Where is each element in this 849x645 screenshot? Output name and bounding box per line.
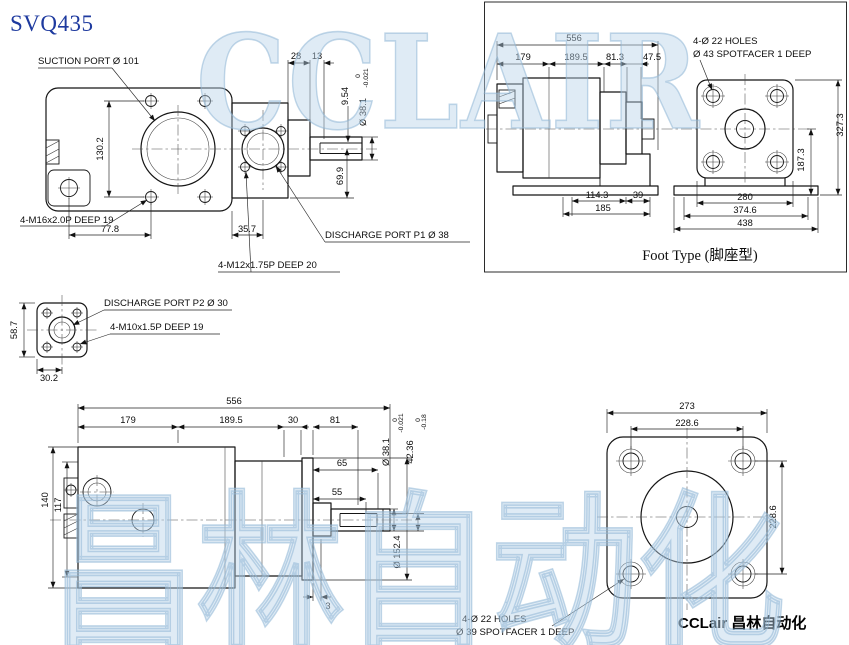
dim-187-3: 187.3 [796,148,806,171]
dim-189-5: 189.5 [219,415,242,425]
dim-shaft-tol-lower: -0.021 [398,413,405,432]
p2-port-view: 58.7 30.2 DISCHARGE PORT P2 Ø 30 4-M10x1… [9,295,232,383]
foot-base-plate [512,185,659,196]
dim-shaft-dia: Ø 38.1 [358,98,368,126]
dim-81-3: 81.3 [606,52,624,62]
dim-shaft-tol-upper: 0 [392,418,399,422]
dim-shaft-dia: Ø 38.1 [381,438,391,466]
front-view-linework [45,87,380,212]
page-title: SVQ435 [10,11,94,36]
dim-228-6-vertical: 228.6 [768,505,778,528]
dim-55: 55 [332,487,342,497]
foot-type-caption: Foot Type (脚座型) [642,247,758,264]
dim-3: 3 [325,601,330,611]
rear-flange-dimensions [551,409,787,627]
dim-69-9: 69.9 [335,167,345,185]
dim-shaft-tol-upper: 0 [355,74,362,78]
dim-185: 185 [595,203,611,213]
dim-key-tol-lower: -0.18 [421,414,428,430]
dim-438: 438 [737,218,753,228]
holes-39-label-line1: 4-Ø 22 HOLES [462,614,527,625]
side-view-linework [50,446,420,589]
dim-30: 30 [288,415,298,425]
dim-65: 65 [337,458,347,468]
dim-key-tol-upper: 0 [415,418,422,422]
dim-flange-dia: Ø 152.4 [392,535,402,568]
dim-77-8: 77.8 [101,224,119,234]
foot-view: 556 179 189.5 81.3 47.5 4-Ø 22 HOLES Ø 4… [484,1,847,273]
p2-bolts-label: 4-M10x1.5P DEEP 19 [110,322,204,333]
front-view-dimensions [20,60,470,273]
dim-key: 42.36 [405,440,415,463]
dim-117: 117 [53,498,63,513]
dim-140: 140 [40,492,50,508]
suction-port-label: SUCTION PORT Ø 101 [38,56,139,67]
dim-374-6: 374.6 [733,205,756,215]
dim-35-7: 35.7 [238,224,256,234]
foot-view-border [484,1,847,273]
side-view-dimensions [48,404,424,601]
rear-flange-linework [597,428,776,610]
dim-327-3: 327.3 [835,113,845,136]
shaft-outline [309,136,363,161]
p1-bolts-label: 4-M12x1.75P DEEP 20 [218,260,317,271]
watermark-layer: CCLAIR 昌林自动化 [49,5,786,645]
dim-30-2: 30.2 [40,373,58,383]
watermark-cclair: CCLAIR [196,6,701,159]
dim-13: 13 [312,51,322,61]
dim-shaft-tol-lower: -0.021 [363,68,370,87]
rear-flange-view: 273 228.6 228.6 4-Ø 22 HOLES Ø 39 SPOTFA… [456,401,806,638]
dim-556: 556 [566,33,582,43]
holes-43-label-line2: Ø 43 SPOTFACER 1 DEEP [693,49,811,60]
holes-39-label-line2: Ø 39 SPOTFACER 1 DEEP [456,627,574,638]
dim-179: 179 [120,415,136,425]
dim-114-3: 114.3 [586,190,609,200]
foot-view-linework [486,74,819,196]
dim-228-6-horizontal: 228.6 [675,418,698,428]
p2-linework [27,295,97,367]
side-view: 556 179 189.5 30 81 65 55 Ø 38.1 0 -0.02… [40,396,428,611]
mount-bolts-label: 4-M16x2.0P DEEP 19 [20,215,114,226]
dim-39: 39 [633,190,643,200]
dim-130-2: 130.2 [95,137,105,160]
front-view: SUCTION PORT Ø 101 4-M16x2.0P DEEP 19 DI… [20,51,470,273]
brand-logo: CCLair 昌林自动化 [678,614,806,632]
dim-47-5: 47.5 [643,52,661,62]
discharge-p2-label: DISCHARGE PORT P2 Ø 30 [104,298,228,309]
watermark-chinese: 昌林自动化 [50,475,785,645]
discharge-p1-label: DISCHARGE PORT P1 Ø 38 [325,230,449,241]
dim-556: 556 [226,396,242,406]
dim-58-7: 58.7 [9,321,19,339]
foot-view-dimensions [496,41,842,233]
p2-dimensions [19,302,232,374]
dim-9-54: 9.54 [340,87,350,105]
discharge-port-p1-circle [241,127,285,171]
dim-28: 28 [291,51,301,61]
dim-280: 280 [737,192,753,202]
dim-189-5: 189.5 [564,52,587,62]
dim-179: 179 [515,52,531,62]
dim-81: 81 [330,415,340,425]
holes-43-label-line1: 4-Ø 22 HOLES [693,36,758,47]
dim-273: 273 [679,401,695,411]
